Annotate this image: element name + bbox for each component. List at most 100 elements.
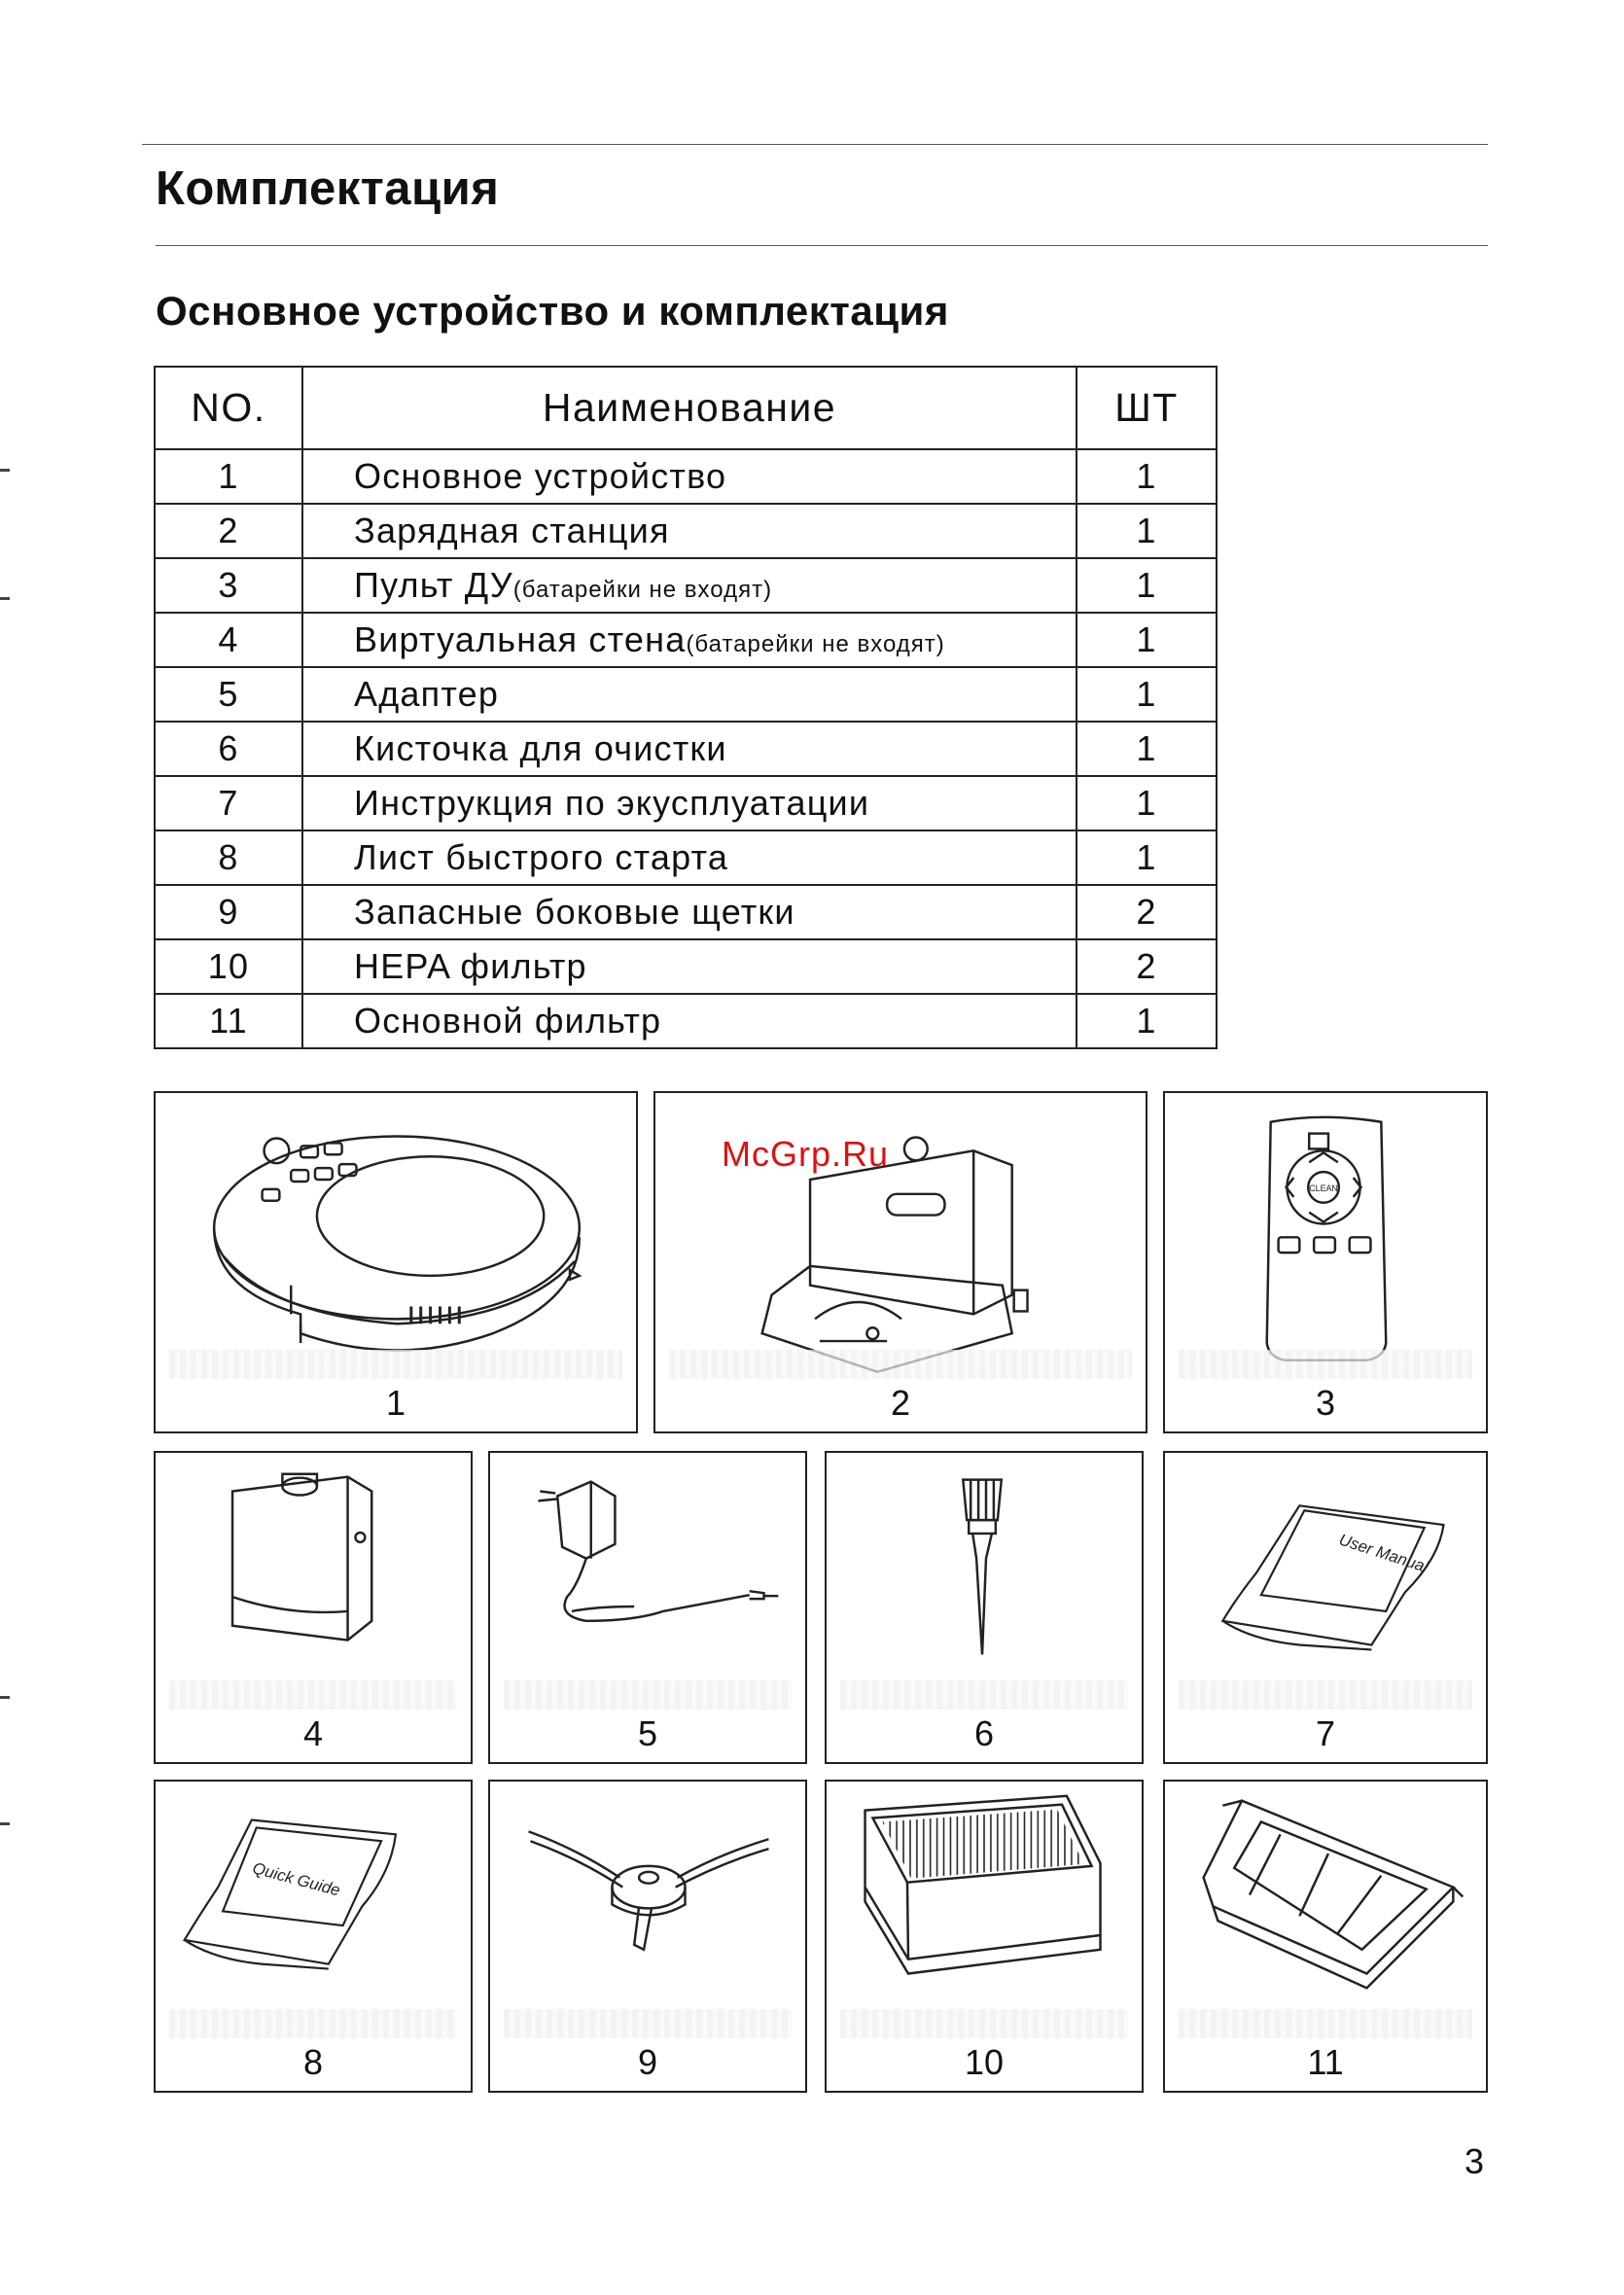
margin-mark (0, 469, 10, 472)
watermark: McGrp.Ru (722, 1134, 890, 1174)
item-name: Зарядная станция (354, 511, 670, 550)
item-number: 9 (154, 884, 303, 940)
cleaning-brush-icon (961, 1478, 1004, 1655)
item-name-cell: Зарядная станция (301, 503, 1077, 559)
item-number: 7 (154, 775, 303, 831)
table-header-row: NO. Наименование ШТ (154, 366, 1218, 450)
item-name-cell: Лист быстрого старта (301, 830, 1077, 886)
figure-panel-4: 4 (154, 1451, 473, 1764)
figure-number: 1 (385, 1383, 406, 1423)
item-name: HEPA фильтр (354, 946, 587, 986)
item-quantity: 1 (1076, 612, 1218, 668)
subsection-title: Основное устройство и комплектация (156, 288, 949, 334)
item-name: Кисточка для очистки (354, 728, 727, 768)
item-quantity: 1 (1076, 775, 1218, 831)
header-name: Наименование (301, 366, 1077, 450)
item-quantity: 2 (1076, 884, 1218, 940)
remote-clean-label: CLEAN (1309, 1183, 1338, 1193)
item-number: 10 (154, 938, 303, 995)
table-row: 4 Виртуальная стена(батарейки не входят) 1 (154, 612, 1218, 668)
scan-artifact (840, 1680, 1128, 1710)
scan-artifact (504, 1680, 792, 1710)
item-name: Пульт ДУ (354, 565, 513, 605)
item-number: 1 (154, 448, 303, 505)
margin-mark (0, 1696, 10, 1699)
item-name-cell: Основной фильтр (301, 993, 1077, 1049)
item-number: 8 (154, 830, 303, 886)
margin-mark (0, 597, 10, 600)
item-name: Виртуальная стена (354, 619, 687, 659)
item-number: 11 (154, 993, 303, 1049)
figure-number: 10 (964, 2042, 1005, 2082)
side-brush-icon (528, 1830, 769, 1952)
hepa-filter-icon (864, 1794, 1102, 1975)
item-quantity: 1 (1076, 557, 1218, 614)
item-name-cell: Инструкция по экусплуатации (301, 775, 1077, 831)
item-note: (батарейки не входят) (686, 631, 945, 657)
item-name: Основное устройство (354, 456, 727, 496)
item-number: 4 (154, 612, 303, 668)
remote-control-icon: CLEAN (1265, 1115, 1388, 1362)
item-name-cell: HEPA фильтр (301, 938, 1077, 995)
virtual-wall-icon (230, 1472, 373, 1642)
figure-number: 8 (302, 2042, 324, 2082)
user-manual-icon: User Manual (1220, 1504, 1445, 1651)
scan-artifact (169, 2009, 457, 2038)
scan-artifact (169, 1680, 457, 1710)
top-rule (142, 144, 1488, 145)
title-rule (156, 245, 1488, 246)
table-row: 1 Основное устройство 1 (154, 448, 1218, 505)
table-row: 6 Кисточка для очистки 1 (154, 721, 1218, 777)
scan-artifact (1179, 1680, 1472, 1710)
item-quantity: 1 (1076, 448, 1218, 505)
item-name: Инструкция по экусплуатации (354, 783, 870, 823)
item-quantity: 1 (1076, 503, 1218, 559)
guide-cover-label: Quick Guide (251, 1858, 342, 1899)
item-number: 5 (154, 666, 303, 723)
item-number: 2 (154, 503, 303, 559)
figure-panel-6: 6 (825, 1451, 1144, 1764)
figure-panel-3: CLEAN 3 (1163, 1091, 1488, 1433)
scan-artifact (840, 2009, 1128, 2038)
item-name: Адаптер (354, 674, 500, 714)
item-name-cell: Основное устройство (301, 448, 1077, 505)
item-number: 6 (154, 721, 303, 777)
item-name-cell: Пульт ДУ(батарейки не входят) (301, 557, 1077, 614)
item-quantity: 1 (1076, 830, 1218, 886)
power-adapter-icon (538, 1480, 779, 1623)
scan-artifact (669, 1350, 1132, 1379)
figure-panel-2: 2 (653, 1091, 1147, 1433)
figure-panel-11: 11 (1163, 1780, 1488, 2093)
header-number: NO. (154, 366, 303, 450)
figure-number: 11 (1307, 2042, 1344, 2082)
figure-panel-5: 5 (488, 1451, 807, 1764)
table-row: 2 Зарядная станция 1 (154, 503, 1218, 559)
item-name: Лист быстрого старта (354, 837, 729, 877)
figure-number: 6 (973, 1713, 995, 1753)
figure-panel-1: 1 (154, 1091, 638, 1433)
robot-vacuum-icon (212, 1135, 583, 1352)
table-row: 8 Лист быстрого старта 1 (154, 830, 1218, 886)
contents-table: NO. Наименование ШТ 1 Основное устройство… (154, 366, 1218, 1049)
header-quantity: ШТ (1076, 366, 1218, 450)
item-name-cell: Адаптер (301, 666, 1077, 723)
margin-mark (0, 1822, 10, 1825)
item-name-cell: Кисточка для очистки (301, 721, 1077, 777)
scan-artifact (504, 2009, 792, 2038)
item-quantity: 1 (1076, 721, 1218, 777)
main-filter-icon (1202, 1799, 1465, 1990)
scan-artifact (169, 1350, 622, 1379)
figure-number: 7 (1315, 1713, 1336, 1753)
figure-number: 9 (637, 2042, 658, 2082)
table-row: 10 HEPA фильтр 2 (154, 938, 1218, 995)
table-row: 7 Инструкция по экусплуатации 1 (154, 775, 1218, 831)
charging-station-icon (760, 1136, 1029, 1373)
figure-number: 2 (890, 1383, 911, 1423)
item-quantity: 2 (1076, 938, 1218, 995)
scan-artifact (1179, 2009, 1472, 2038)
figure-panel-9: 9 (488, 1780, 807, 2093)
figure-number: 5 (637, 1713, 658, 1753)
quick-guide-icon: Quick Guide (182, 1818, 398, 1970)
item-name-cell: Запасные боковые щетки (301, 884, 1077, 940)
